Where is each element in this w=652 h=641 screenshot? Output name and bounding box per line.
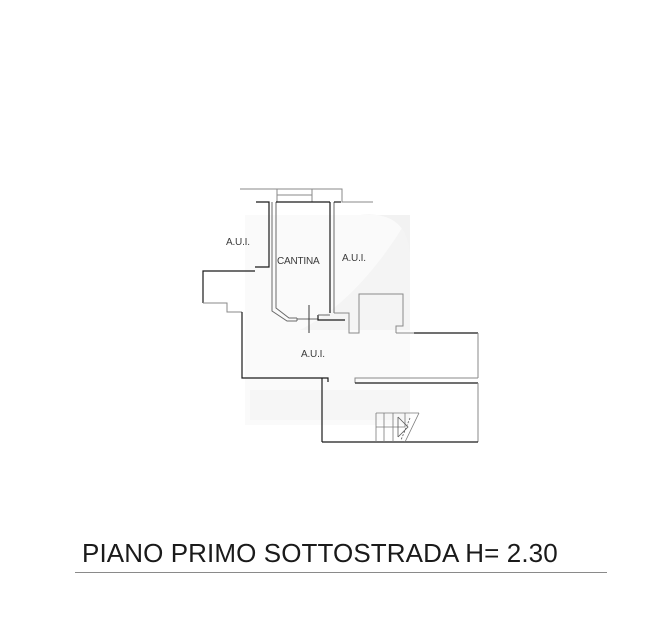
wall-right-wing-upper (354, 332, 479, 383)
wall-aui-top-left (255, 201, 270, 268)
room-label-aui-top-right: A.U.I. (342, 253, 366, 264)
room-label-cantina: CANTINA (277, 256, 320, 267)
staircase-symbol (375, 412, 420, 443)
wall-right-middle (334, 293, 404, 334)
wall-lower-room (321, 378, 479, 443)
floor-plan-title: PIANO PRIMO SOTTOSTRADA H= 2.30 (82, 538, 558, 568)
wall-left-outline (202, 270, 329, 382)
wall-cantina (271, 201, 345, 333)
top-boundary (240, 188, 373, 203)
room-label-aui-center: A.U.I. (301, 349, 325, 360)
room-label-aui-top-left: A.U.I. (226, 237, 250, 248)
title-underline (75, 572, 607, 573)
